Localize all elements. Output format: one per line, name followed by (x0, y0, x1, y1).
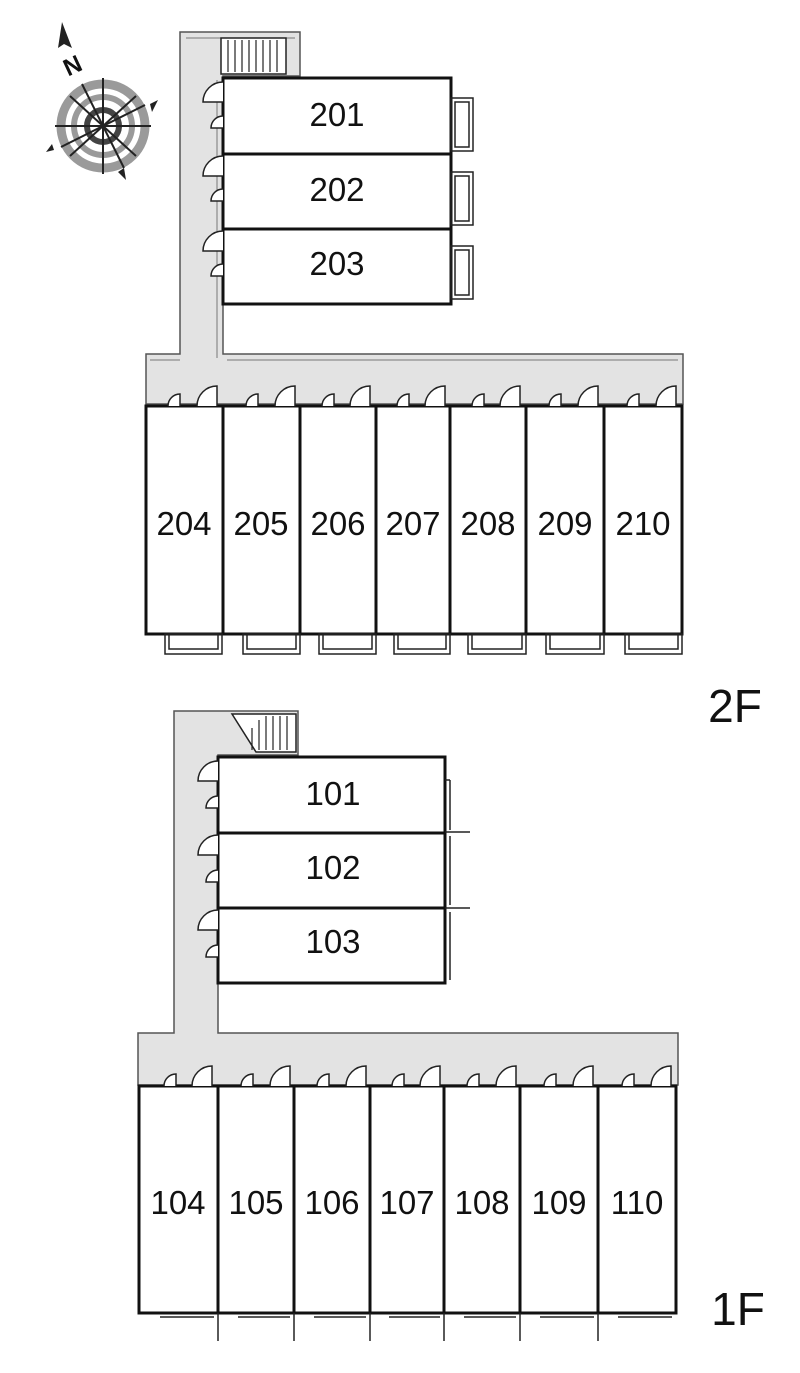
unit-label: 101 (305, 775, 360, 812)
unit-label: 103 (305, 923, 360, 960)
stairs-1f (230, 713, 297, 753)
floor-1f: 101 102 103 104 105 106 107 108 109 110 … (137, 710, 765, 1341)
corridor-1f (137, 710, 679, 1086)
unit-104 (137, 1084, 220, 1315)
unit-103 (216, 906, 447, 985)
unit-label: 204 (156, 505, 211, 542)
unit-label: 205 (233, 505, 288, 542)
unit-label: 209 (537, 505, 592, 542)
unit-202 (221, 152, 453, 231)
windows-104-110 (160, 1313, 672, 1341)
unit-label: 202 (309, 171, 364, 208)
doors-104-110 (163, 1065, 672, 1087)
unit-106 (292, 1084, 372, 1315)
unit-204 (144, 404, 225, 636)
windows-101-103 (445, 779, 470, 980)
unit-label: 203 (309, 245, 364, 282)
balconies-204-210 (164, 633, 683, 655)
unit-label: 207 (385, 505, 440, 542)
unit-109 (518, 1084, 600, 1315)
doors-201-203 (202, 81, 224, 277)
unit-203 (221, 227, 453, 306)
unit-110 (596, 1084, 678, 1315)
unit-102 (216, 831, 447, 910)
unit-label: 201 (309, 96, 364, 133)
stairs-2f (220, 37, 287, 75)
unit-label: 107 (379, 1184, 434, 1221)
compass-icon: N (46, 22, 158, 180)
unit-label: 108 (454, 1184, 509, 1221)
unit-label: 102 (305, 849, 360, 886)
floor-2f: 201 202 203 204 205 206 207 208 209 210 … (144, 31, 762, 732)
unit-label: 109 (531, 1184, 586, 1221)
unit-108 (442, 1084, 522, 1315)
doors-204-210 (167, 385, 677, 407)
unit-label: 110 (611, 1184, 664, 1221)
floor-label: 2F (708, 680, 762, 732)
balconies-201-203 (450, 97, 474, 300)
unit-label: 206 (310, 505, 365, 542)
doors-101-103 (197, 760, 219, 958)
unit-label: 105 (228, 1184, 283, 1221)
unit-101 (216, 755, 447, 835)
corridor-2f (145, 31, 684, 405)
floor-label: 1F (711, 1283, 765, 1335)
unit-210 (602, 404, 684, 636)
unit-label: 210 (615, 505, 670, 542)
unit-107 (368, 1084, 446, 1315)
unit-label: 208 (460, 505, 515, 542)
unit-label: 106 (304, 1184, 359, 1221)
north-letter: N (59, 50, 86, 82)
unit-label: 104 (150, 1184, 205, 1221)
